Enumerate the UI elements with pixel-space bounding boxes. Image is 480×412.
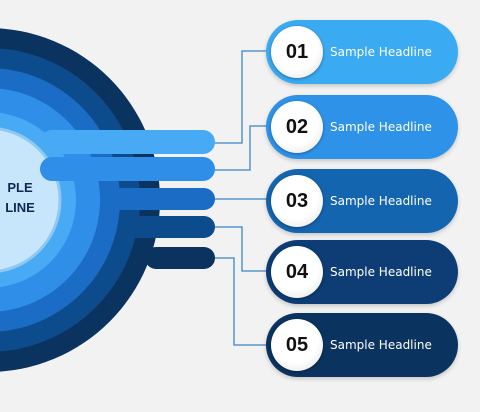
center-label: PLE LINE xyxy=(0,178,48,218)
connector-5 xyxy=(215,257,268,346)
number-badge-4: 04 xyxy=(271,246,323,298)
headline-text-2: Sample Headline xyxy=(330,120,432,134)
headline-pill-5: 05 Sample Headline xyxy=(266,313,458,377)
number-label-5: 05 xyxy=(285,333,309,356)
number-label-3: 03 xyxy=(285,189,309,212)
arm-1 xyxy=(40,130,215,154)
number-badge-3: 03 xyxy=(271,175,323,227)
headline-pill-2: 02 Sample Headline xyxy=(266,95,458,159)
arm-3 xyxy=(100,188,215,210)
headline-text-4: Sample Headline xyxy=(330,265,432,279)
connector-4 xyxy=(215,226,268,272)
number-label-4: 04 xyxy=(285,260,309,283)
number-badge-2: 02 xyxy=(271,101,323,153)
connector-1 xyxy=(215,50,268,144)
headline-pill-1: 01 Sample Headline xyxy=(266,20,458,84)
arm-5 xyxy=(145,247,215,269)
headline-text-1: Sample Headline xyxy=(330,45,432,59)
connector-2 xyxy=(215,125,268,171)
center-label-line-1: PLE xyxy=(7,180,33,195)
arm-2 xyxy=(40,157,215,181)
headline-text-3: Sample Headline xyxy=(330,194,432,208)
number-badge-1: 01 xyxy=(271,26,323,78)
number-label-1: 01 xyxy=(285,40,309,63)
number-label-2: 02 xyxy=(285,115,309,138)
headline-pill-3: 03 Sample Headline xyxy=(266,169,458,233)
headline-pill-4: 04 Sample Headline xyxy=(266,240,458,304)
headline-text-5: Sample Headline xyxy=(330,338,432,352)
number-badge-5: 05 xyxy=(271,319,323,371)
center-label-line-2: LINE xyxy=(5,200,35,215)
arm-4 xyxy=(120,216,215,238)
